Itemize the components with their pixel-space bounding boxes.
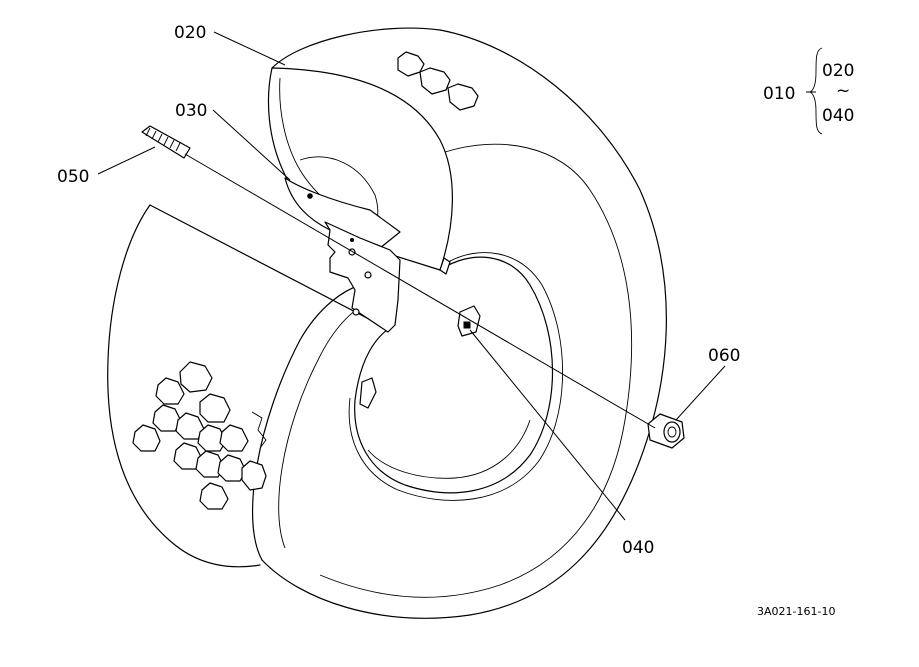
tread-blocks-top <box>397 51 479 111</box>
tire-outline <box>107 27 667 619</box>
callout-030: 030 <box>175 101 207 121</box>
rim-fitting <box>359 377 377 409</box>
nut-060 <box>647 413 685 449</box>
assembly-range-separator: ~ <box>836 81 850 101</box>
valve-insert-040 <box>457 305 481 337</box>
drawing-code: 3A021-161-10 <box>757 605 835 618</box>
assembly-label: 010 <box>763 84 795 104</box>
assembly-range-start: 020 <box>822 61 854 81</box>
stud-bolt-050 <box>141 125 191 159</box>
callout-040: 040 <box>622 538 654 558</box>
leader-lines <box>97 31 726 521</box>
callout-050: 050 <box>57 167 89 187</box>
tread-blocks-side <box>132 361 267 510</box>
axis-line <box>184 153 656 429</box>
callout-060: 060 <box>708 346 740 366</box>
assembly-range-end: 040 <box>822 106 854 126</box>
tire-cross-section <box>267 67 453 271</box>
callout-020: 020 <box>174 23 206 43</box>
wheel-disc <box>324 221 451 333</box>
assembly-bracket <box>806 47 823 135</box>
rim-bore <box>348 252 563 501</box>
